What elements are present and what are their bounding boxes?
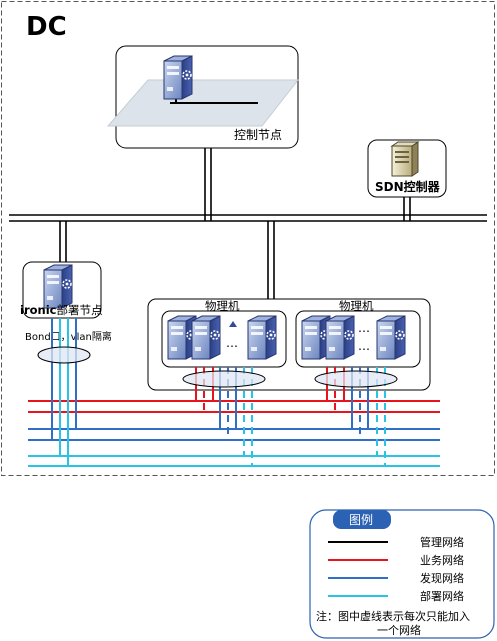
physical-host-label-2: 物理机 [339,299,374,313]
server-icon [247,315,277,360]
control-node-label: 控制节点 [234,128,282,142]
ironic-label: ironic部署节点 [20,303,102,317]
ironic-label-suffix: 部署节点 [56,303,102,317]
ironic-label-prefix: ironic [20,303,57,317]
bond-ellipse-ironic [37,346,91,364]
tower-server-icon [390,141,420,177]
server-icon [163,55,193,100]
legend-note-line2: 一个网络 [377,623,421,637]
legend-label-deployment: 部署网络 [420,589,464,603]
ellipsis-3: … [358,339,370,353]
physical-host-label-1: 物理机 [205,299,240,313]
bond-ellipse-host1 [182,370,266,388]
server-icon [325,315,355,360]
small-triangle-mark [229,321,237,327]
legend-label-discovery: 发现网络 [420,571,464,585]
legend-label-business: 业务网络 [420,553,464,567]
management-links [59,148,411,300]
legend-title: 图例 [349,513,373,527]
server-icon [43,264,73,309]
network-buses [28,400,440,467]
server-icon [191,315,221,360]
ellipsis-1: … [226,336,238,350]
server-icon [376,315,406,360]
legend-note-line1: 注：图中虚线表示每次只能加入 [316,609,470,623]
ironic-drops [51,318,77,466]
dc-region [1,1,495,476]
ellipsis-2: … [358,321,370,335]
dc-label: DC [26,12,67,42]
bond-ellipse-host2 [314,370,398,388]
legend-header [333,510,391,529]
sdn-label: SDN控制器 [375,179,441,194]
legend-label-management: 管理网络 [420,535,464,549]
